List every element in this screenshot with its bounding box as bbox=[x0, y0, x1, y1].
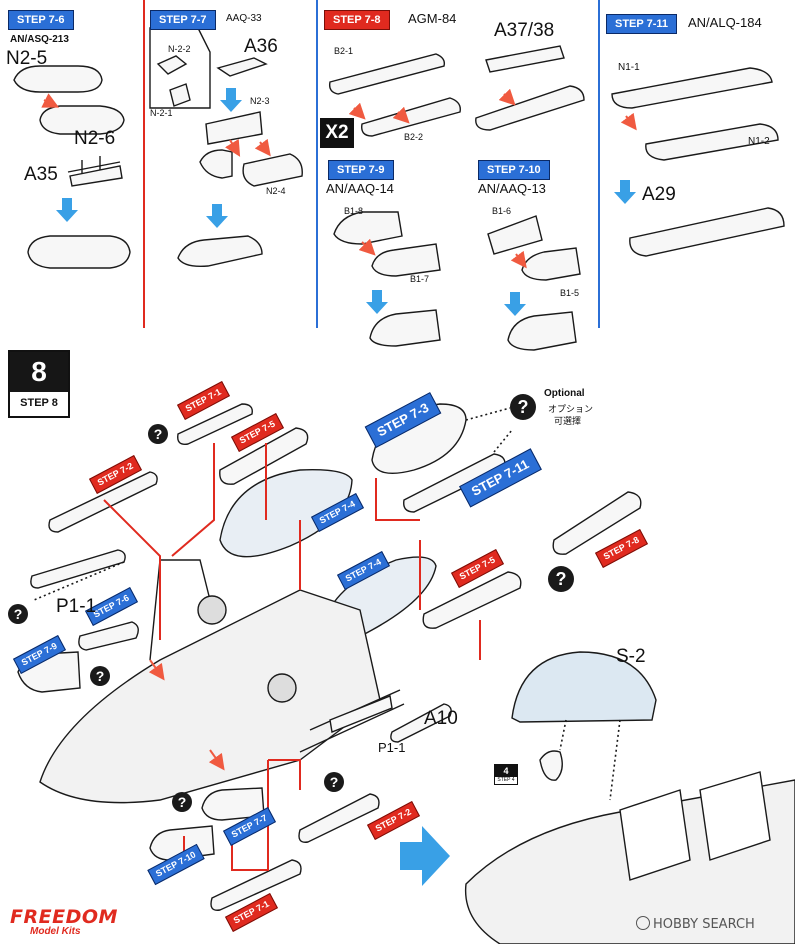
step-7-11-subtitle: AN/ALQ-184 bbox=[688, 15, 762, 30]
step-7-7-tag: STEP 7-7 bbox=[150, 10, 216, 30]
brand-subline: Model Kits bbox=[30, 926, 81, 937]
question-icon: ? bbox=[324, 772, 344, 792]
part-s-2: S-2 bbox=[616, 646, 646, 667]
part-p1-1: P1-1 bbox=[56, 596, 97, 617]
brand-logo: FREEDOM Model Kits bbox=[10, 908, 118, 937]
part-p1-1-lower: P1-1 bbox=[378, 740, 406, 755]
part-n-2-1: N-2-1 bbox=[150, 108, 173, 118]
part-b2-1: B2-1 bbox=[334, 46, 354, 56]
step-4-ref-number: 4 bbox=[495, 765, 517, 777]
step-7-9-subtitle: AN/AAQ-14 bbox=[326, 181, 394, 196]
divider-2 bbox=[316, 0, 318, 328]
step-7-8-subtitle: AGM-84 bbox=[408, 11, 457, 26]
multiplier-x2: X2 bbox=[320, 118, 354, 148]
question-icon: ? bbox=[90, 666, 110, 686]
part-a36: A36 bbox=[244, 36, 278, 57]
part-a37-38: A37/38 bbox=[494, 20, 555, 41]
step-8-box: 8 STEP 8 bbox=[8, 350, 70, 418]
step-4-ref-badge: 4 STEP 4 bbox=[494, 764, 518, 785]
part-n2-6: N2-6 bbox=[74, 128, 116, 149]
part-a35: A35 bbox=[24, 164, 58, 185]
step-7-9-tag: STEP 7-9 bbox=[328, 160, 394, 180]
step-8-label: STEP 8 bbox=[20, 397, 58, 409]
part-n2-4: N2-4 bbox=[266, 186, 286, 196]
brand-name: FREEDOM bbox=[10, 906, 118, 928]
watermark-text: HOBBY SEARCH bbox=[653, 917, 755, 932]
step-7-10-tag: STEP 7-10 bbox=[478, 160, 550, 180]
optional-label-jp: オプション bbox=[548, 404, 594, 414]
step-7-10-subtitle: AN/AAQ-13 bbox=[478, 181, 546, 196]
question-icon: ? bbox=[148, 424, 168, 444]
hobby-search-watermark: HOBBY SEARCH bbox=[636, 916, 755, 932]
part-a10: A10 bbox=[424, 708, 458, 729]
part-b1-6: B1-6 bbox=[492, 206, 512, 216]
optional-label-cn: 可選擇 bbox=[554, 416, 582, 426]
watermark-icon bbox=[636, 916, 650, 930]
optional-question-icon: ? bbox=[510, 394, 536, 420]
step-8-number: 8 bbox=[10, 352, 68, 392]
question-icon: ? bbox=[172, 792, 192, 812]
part-b2-2: B2-2 bbox=[404, 132, 424, 142]
divider-1 bbox=[143, 0, 145, 328]
part-a29: A29 bbox=[642, 184, 676, 205]
part-n-2-2: N-2-2 bbox=[168, 44, 191, 54]
step-7-7-subtitle: AAQ-33 bbox=[226, 13, 262, 24]
question-icon: ? bbox=[8, 604, 28, 624]
part-n2-3: N2-3 bbox=[250, 96, 270, 106]
part-n1-1: N1-1 bbox=[618, 62, 640, 73]
part-b1-8: B1-8 bbox=[344, 206, 364, 216]
divider-3 bbox=[598, 0, 600, 328]
question-icon: ? bbox=[548, 566, 574, 592]
part-n2-5: N2-5 bbox=[6, 48, 48, 69]
step-7-11-tag: STEP 7-11 bbox=[606, 14, 677, 34]
step-7-8-tag: STEP 7-8 bbox=[324, 10, 390, 30]
optional-label-en: Optional bbox=[544, 388, 585, 399]
part-n1-2: N1-2 bbox=[748, 136, 770, 147]
step-7-6-tag: STEP 7-6 bbox=[8, 10, 74, 30]
part-b1-7: B1-7 bbox=[410, 274, 430, 284]
step-7-6-subtitle: AN/ASQ-213 bbox=[10, 34, 69, 45]
step-4-ref-label: STEP 4 bbox=[497, 777, 515, 783]
part-b1-5: B1-5 bbox=[560, 288, 580, 298]
